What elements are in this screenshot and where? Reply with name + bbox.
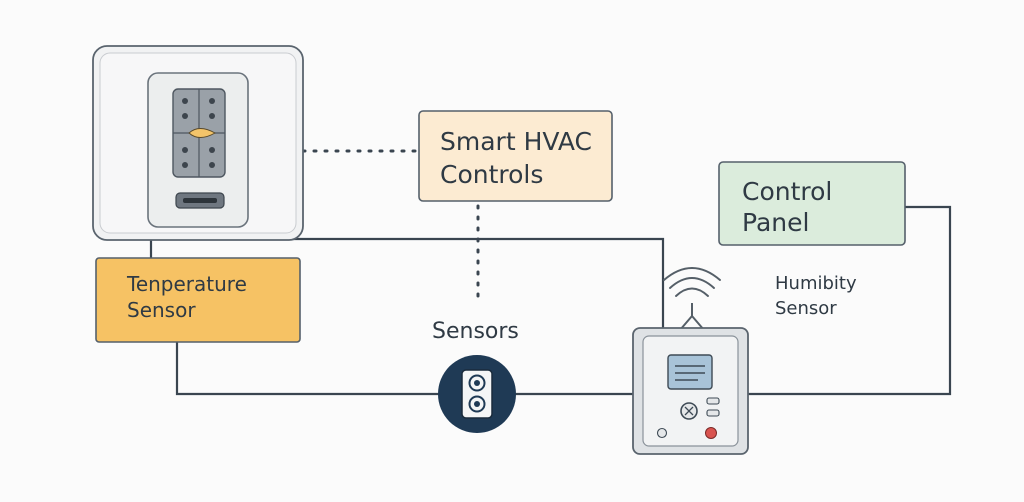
- control-unit-icon: [632, 267, 749, 455]
- hvac-controls-box: [418, 110, 613, 202]
- sensors-label: Sensors: [432, 319, 519, 344]
- control-panel-box: [718, 161, 906, 246]
- wifi-icon: [663, 267, 721, 297]
- edge-control-unit-panel: [746, 205, 952, 396]
- thermostat-icon: [92, 45, 304, 241]
- temperature-sensor-label: Tenperature Sensor: [127, 272, 247, 322]
- hvac-controls-label: Smart HVAC Controls: [440, 127, 592, 189]
- connectors: [149, 149, 952, 396]
- sensors-hub-icon: [438, 355, 516, 433]
- temperature-sensor-box: [95, 257, 301, 343]
- control-panel-label: Control Panel: [742, 177, 833, 237]
- humidity-sensor-label: Humibity Sensor: [775, 273, 857, 319]
- edge-temp-sensors: [175, 340, 440, 396]
- edge-thermostat-control-unit: [248, 237, 665, 342]
